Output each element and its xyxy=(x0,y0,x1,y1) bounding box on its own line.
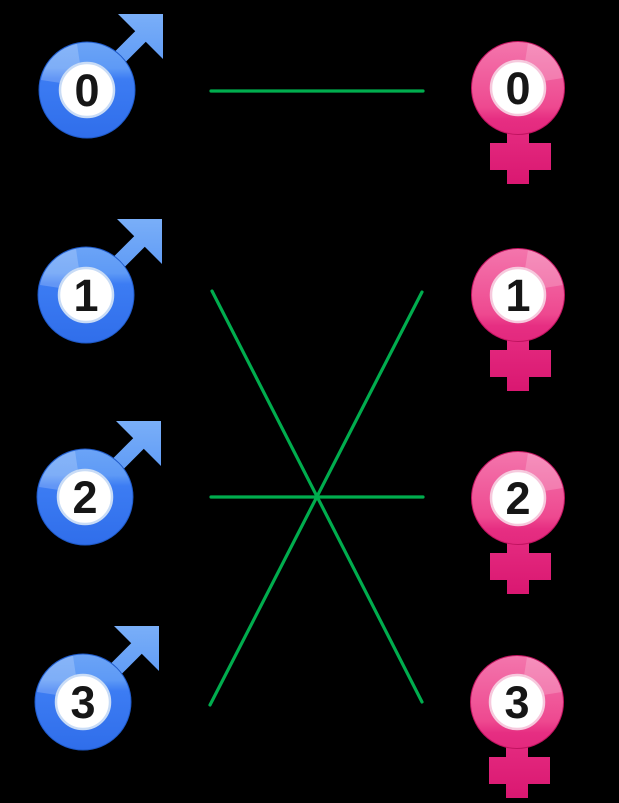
male-ring-gloss xyxy=(39,451,78,490)
male-inner-circle xyxy=(57,266,115,324)
male-node-label: 1 xyxy=(73,270,98,321)
female-ring-gloss xyxy=(524,657,562,695)
female-node-label: 2 xyxy=(505,473,530,524)
female-cross-bar-icon xyxy=(489,757,550,784)
male-node-2: 2 xyxy=(36,421,161,546)
female-cross-bar-icon xyxy=(490,553,551,580)
male-node-0: 0 xyxy=(38,14,163,139)
female-inner-circle xyxy=(489,59,547,117)
female-inner-circle xyxy=(489,266,547,324)
edge-male3-female1 xyxy=(208,290,424,707)
male-inner-circle xyxy=(56,468,114,526)
female-node-3: 3 xyxy=(470,655,564,798)
female-ring-gloss xyxy=(525,453,563,491)
female-node-0: 0 xyxy=(471,41,565,184)
female-ring-gloss xyxy=(525,43,563,81)
male-inner-circle xyxy=(58,61,116,119)
male-ring-gloss xyxy=(37,656,76,695)
male-ring-gloss xyxy=(40,249,79,288)
female-ring-gloss xyxy=(525,250,563,288)
female-cross-bar-icon xyxy=(490,143,551,170)
male-node-label: 0 xyxy=(74,65,99,116)
male-inner-circle xyxy=(54,673,112,731)
male-ring-gloss xyxy=(41,44,80,83)
male-node-1: 1 xyxy=(37,219,162,344)
female-node-2: 2 xyxy=(471,451,565,594)
female-node-label: 0 xyxy=(505,63,530,114)
male-node-3: 3 xyxy=(34,626,159,751)
female-node-label: 1 xyxy=(505,270,530,321)
female-node-1: 1 xyxy=(471,248,565,391)
female-inner-circle xyxy=(489,469,547,527)
female-cross-bar-icon xyxy=(490,350,551,377)
female-node-label: 3 xyxy=(504,677,529,728)
male-node-label: 3 xyxy=(70,677,95,728)
female-inner-circle xyxy=(488,673,546,731)
male-node-label: 2 xyxy=(72,472,97,523)
